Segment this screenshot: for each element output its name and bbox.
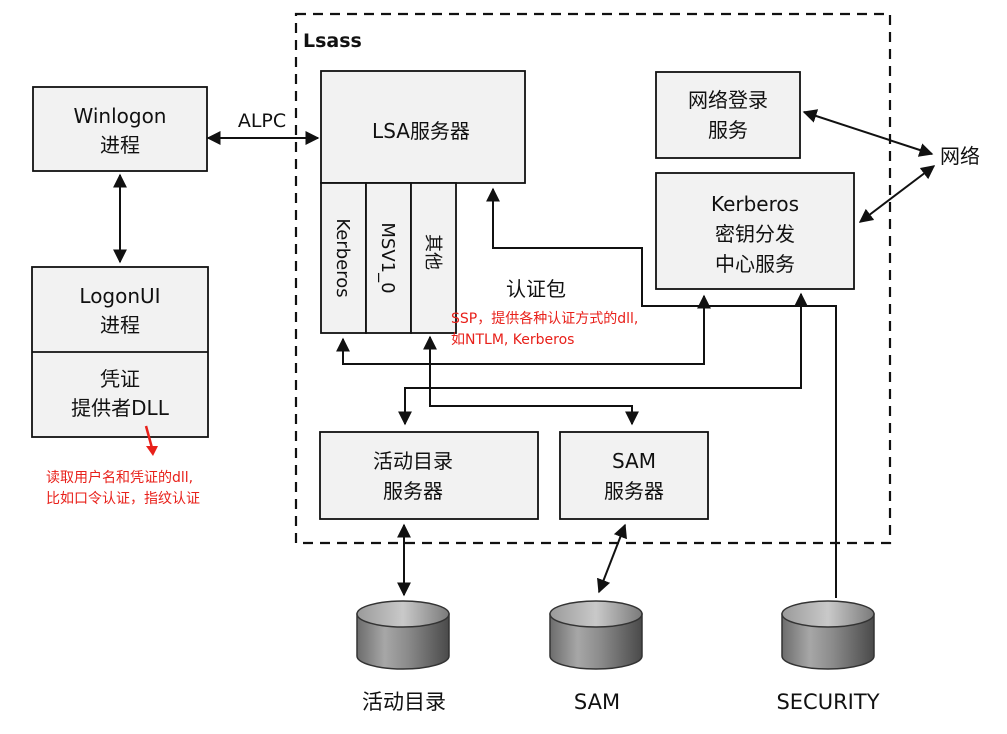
credential-note-arrowhead xyxy=(146,446,158,456)
ad-server-box xyxy=(319,431,539,520)
kdc-network-arrow xyxy=(858,165,936,223)
credential-note-line2: 比如口令认证，指纹认证 xyxy=(46,491,200,507)
lsass-container xyxy=(294,12,892,545)
kdc-label-3: 中心服务 xyxy=(715,252,795,276)
net-logon-service-label: 服务 xyxy=(708,118,748,142)
lsa-security-connector xyxy=(486,187,837,598)
package-kerberos-label: Kerberos xyxy=(332,218,353,297)
winlogon-label: Winlogon xyxy=(74,104,167,128)
net-logon-network-arrow xyxy=(802,109,934,157)
ssp-note-line1: SSP，提供各种认证方式的dll, xyxy=(451,311,638,327)
network-label: 网络 xyxy=(940,144,980,168)
sam-server-db-arrow xyxy=(597,523,627,594)
sam-server-label: SAM xyxy=(612,449,656,473)
net-logon-box xyxy=(655,71,801,159)
db-sam-label: SAM xyxy=(574,690,620,714)
kdc-label-2: 密钥分发 xyxy=(715,222,795,246)
credential-provider-dll-label: 提供者DLL xyxy=(71,396,170,420)
net-logon-label: 网络登录 xyxy=(688,88,768,112)
kdc-ad-connector xyxy=(398,292,808,426)
ad-server-label-2: 服务器 xyxy=(383,479,443,503)
kdc-box xyxy=(655,172,855,290)
ssp-note-line2: 如NTLM, Kerberos xyxy=(451,332,574,348)
package-msv-label: MSV1_0 xyxy=(377,222,398,293)
db-security-icon xyxy=(781,600,875,670)
lsass-title: Lsass xyxy=(303,30,362,52)
credential-note-line1: 读取用户名和凭证的dll, xyxy=(46,469,193,486)
msv-sam-connector xyxy=(423,335,639,426)
lsa-server-label: LSA服务器 xyxy=(372,119,470,143)
winlogon-process-label: 进程 xyxy=(100,133,140,157)
logonui-label: LogonUI xyxy=(79,284,160,308)
winlogon-box xyxy=(32,86,208,172)
sam-server-label-2: 服务器 xyxy=(604,479,664,503)
alpc-label: ALPC xyxy=(238,110,286,132)
package-other-label: 其他 xyxy=(422,234,443,270)
credential-note-arrow xyxy=(144,425,154,449)
db-sam-icon xyxy=(549,600,643,670)
sam-server-box xyxy=(559,431,709,520)
logonui-process-label: 进程 xyxy=(100,313,140,337)
db-active-directory-icon xyxy=(356,600,450,670)
kdc-label-1: Kerberos xyxy=(711,192,799,216)
db-active-directory-label: 活动目录 xyxy=(362,690,446,714)
credential-provider-label: 凭证 xyxy=(100,367,140,391)
ad-server-label: 活动目录 xyxy=(373,449,453,473)
auth-package-label: 认证包 xyxy=(506,277,566,301)
db-security-label: SECURITY xyxy=(776,690,879,714)
